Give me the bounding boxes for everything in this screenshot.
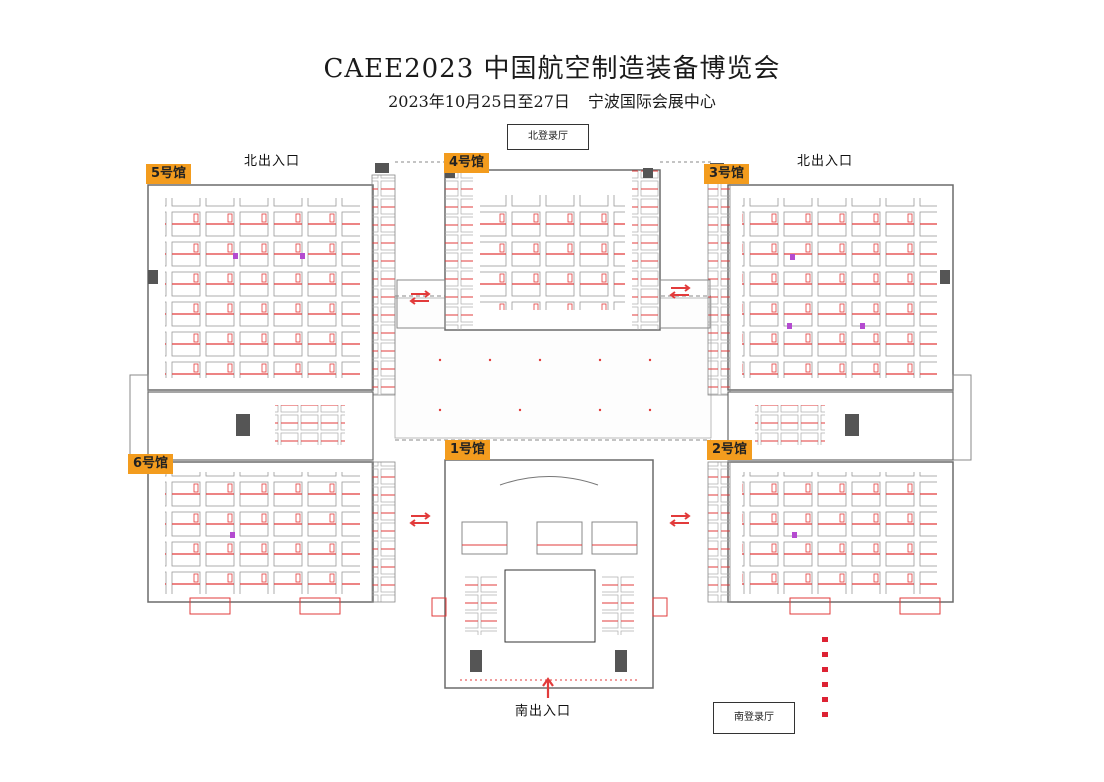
page-subtitle: 2023年10月25日至27日宁波国际会展中心 bbox=[0, 88, 1104, 112]
hall-5-block bbox=[129, 174, 396, 461]
legend-row bbox=[822, 662, 952, 677]
legend bbox=[822, 632, 952, 722]
hall-1-block bbox=[431, 459, 668, 689]
legend-row bbox=[822, 692, 952, 707]
arrow-up-icon bbox=[542, 677, 554, 698]
north-lobby-label: 北登录厅 bbox=[507, 124, 589, 150]
east-concourse bbox=[727, 391, 954, 461]
hall-3-block bbox=[707, 174, 972, 461]
event-venue: 宁波国际会展中心 bbox=[587, 92, 716, 111]
event-date: 2023年10月25日至27日 bbox=[388, 92, 570, 111]
south-lobby-label: 南登录厅 bbox=[713, 702, 795, 734]
plaza-dots bbox=[438, 358, 652, 412]
legend-swatch bbox=[822, 697, 828, 702]
legend-row bbox=[822, 647, 952, 662]
legend-swatch bbox=[822, 637, 828, 642]
north-entrance-left: 北出入口 bbox=[244, 154, 301, 169]
legend-swatch bbox=[822, 712, 828, 717]
legend-swatch bbox=[822, 652, 828, 657]
hall-4-tag: 4号馆 bbox=[444, 153, 490, 173]
hall-4-block bbox=[396, 169, 711, 331]
hall-5-tag: 5号馆 bbox=[146, 164, 192, 184]
legend-swatch bbox=[822, 682, 828, 687]
hall-1-tag: 1号馆 bbox=[445, 440, 491, 460]
hall-6-tag: 6号馆 bbox=[128, 454, 174, 474]
feature-markers bbox=[230, 253, 865, 538]
hall-6-block bbox=[147, 461, 396, 615]
hall-2-block bbox=[707, 461, 954, 615]
arrow-left-right-icon bbox=[409, 284, 691, 527]
west-concourse bbox=[147, 391, 374, 461]
legend-row bbox=[822, 632, 952, 647]
legend-row bbox=[822, 707, 952, 722]
south-entrance: 南出入口 bbox=[515, 704, 572, 719]
hall-3-tag: 3号馆 bbox=[704, 164, 750, 184]
page-title: CAEE2023 中国航空制造装备博览会 bbox=[323, 54, 781, 84]
legend-row bbox=[822, 677, 952, 692]
legend-swatch bbox=[822, 667, 828, 672]
north-entrance-right: 北出入口 bbox=[797, 154, 854, 169]
hall-2-tag: 2号馆 bbox=[707, 440, 753, 460]
